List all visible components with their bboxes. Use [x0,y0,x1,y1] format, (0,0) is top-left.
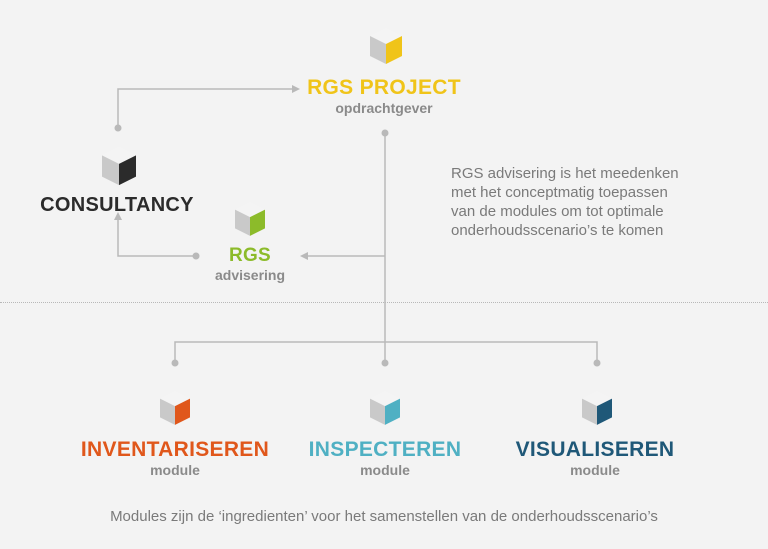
advisering-description: RGS advisering is het meedenken met het … [451,165,679,239]
inventariseren-title: INVENTARISEREN [80,438,270,461]
project-title: RGS PROJECT [307,76,461,99]
node-rgs-project: RGS PROJECT opdrachtgever [284,76,484,116]
dot-visualiseren [593,359,601,367]
section-divider [0,302,768,303]
consultancy-title: CONSULTANCY [40,194,194,216]
dot-advisering-right [192,252,200,260]
node-visualiseren: VISUALISEREN module [500,438,690,478]
project-cube-icon [370,28,402,64]
dot-consultancy-top [114,124,122,132]
arrow-to-project [292,85,300,93]
advisering-subtitle: advisering [214,267,286,283]
inventariseren-cube-icon [160,391,190,425]
dot-inventariseren [171,359,179,367]
consultancy-cube-icon [102,146,136,186]
dot-inspecteren [381,359,389,367]
bottom-panel [0,303,768,549]
node-inventariseren: INVENTARISEREN module [70,438,280,478]
dot-project-bottom [381,129,389,137]
visualiseren-title: VISUALISEREN [515,438,675,461]
visualiseren-subtitle: module [570,462,620,478]
arrow-to-consultancy [114,212,122,220]
node-rgs-advisering: RGS advisering [190,245,310,283]
line-advisering-to-consultancy [117,218,196,257]
node-inspecteren: INSPECTEREN module [290,438,480,478]
advisering-title: RGS [228,245,272,266]
visualiseren-cube-icon [582,391,612,425]
inventariseren-subtitle: module [150,462,200,478]
advisering-cube-icon [235,202,265,236]
inspecteren-cube-icon [370,391,400,425]
node-consultancy: CONSULTANCY [22,193,212,217]
project-subtitle: opdrachtgever [335,100,433,116]
inspecteren-title: INSPECTEREN [308,438,462,461]
line-module-bar [174,341,598,363]
line-consultancy-to-project [117,88,293,128]
arrow-to-advisering [300,252,308,260]
modules-footnote: Modules zijn de ‘ingredienten’ voor het … [110,508,658,525]
inspecteren-subtitle: module [360,462,410,478]
